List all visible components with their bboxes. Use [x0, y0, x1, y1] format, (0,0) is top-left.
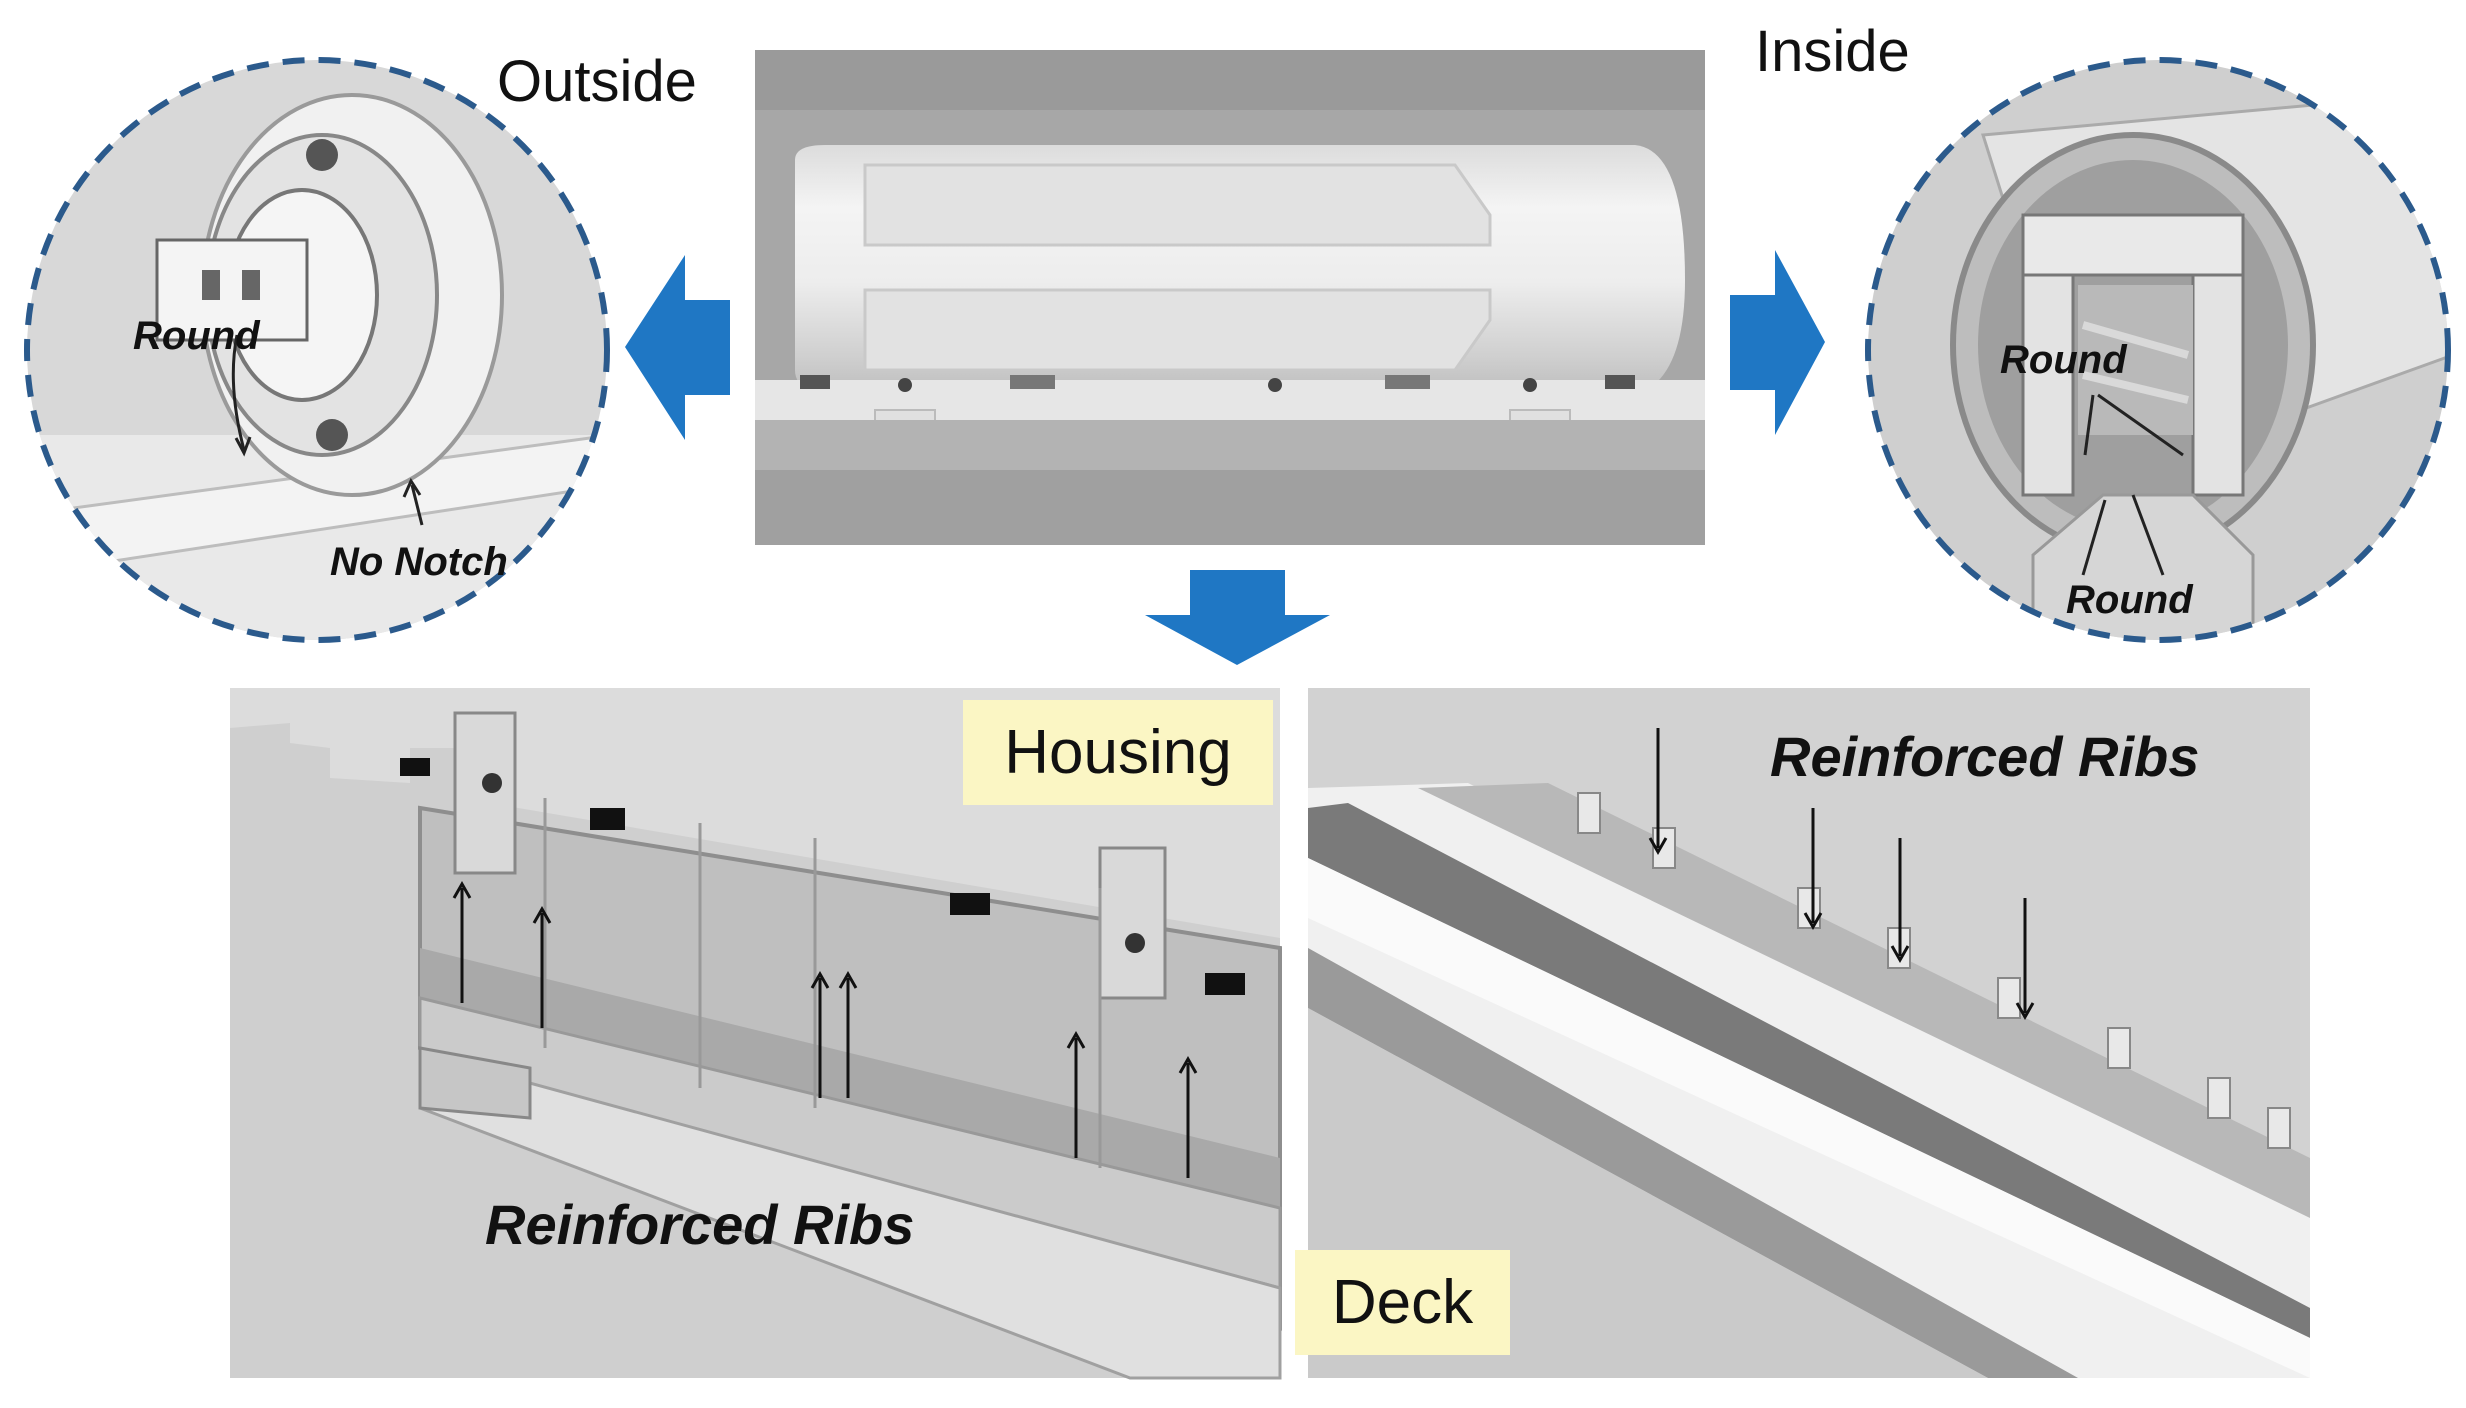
- arrow-right-icon: [1730, 250, 1825, 435]
- housing-tag: Housing: [963, 700, 1273, 805]
- arrow-left-icon: [625, 255, 730, 440]
- housing-reinforced-ribs-callout: Reinforced Ribs: [485, 1193, 915, 1256]
- outside-round-callout: Round: [133, 314, 260, 358]
- inside-round-callout-lower: Round: [2066, 578, 2193, 622]
- housing-cylinder-photo: [755, 50, 1705, 545]
- inside-round-callout-upper: Round: [2000, 338, 2127, 382]
- arrow-down-icon: [1145, 570, 1330, 665]
- deck-reinforced-ribs-callout: Reinforced Ribs: [1770, 725, 2200, 788]
- inside-detail-circle: [1865, 57, 2451, 643]
- inside-label: Inside: [1755, 19, 1910, 84]
- outside-detail-circle: [24, 57, 610, 643]
- outside-no-notch-callout: No Notch: [330, 540, 508, 584]
- deck-tag: Deck: [1295, 1250, 1510, 1355]
- outside-label: Outside: [497, 49, 697, 114]
